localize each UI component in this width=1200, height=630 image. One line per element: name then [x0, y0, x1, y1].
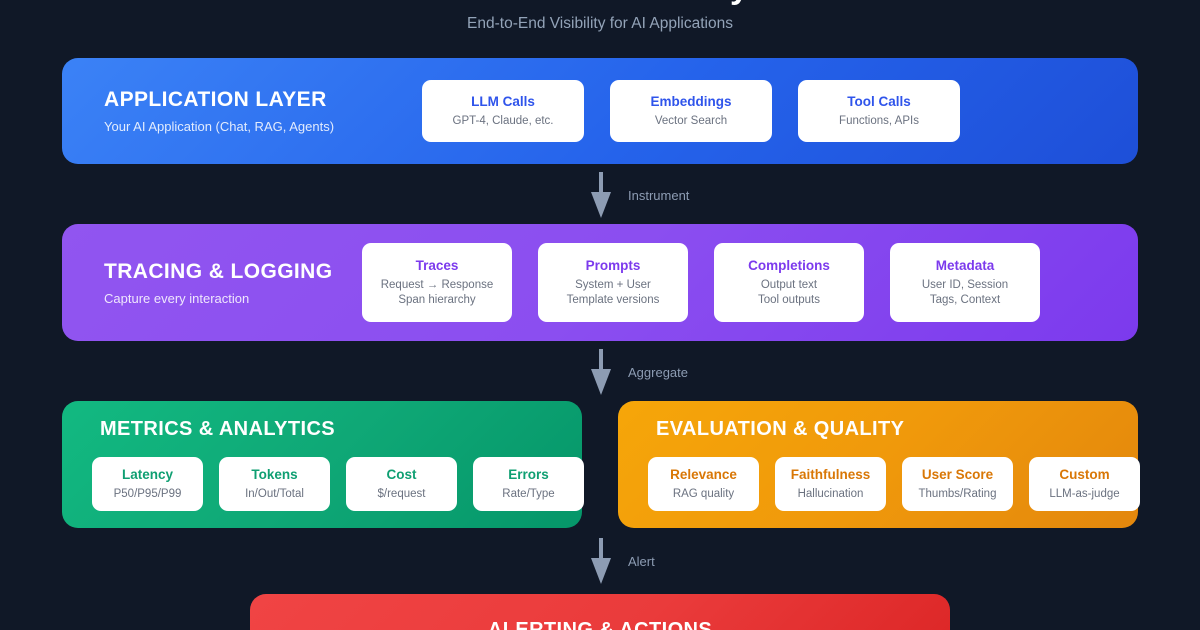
card-subtitle: GPT-4, Claude, etc.: [453, 114, 554, 129]
application-layer-subtitle: Your AI Application (Chat, RAG, Agents): [104, 119, 335, 134]
card-subtitle-line: Span hierarchy: [398, 294, 476, 306]
tracing-layer-subtitle: Capture every interaction: [104, 290, 250, 306]
card-subtitle: In/Out/Total: [245, 487, 304, 502]
card-title: Faithfulness: [790, 467, 871, 482]
card-subtitle-line: Tags, Context: [929, 294, 1001, 306]
card-subtitle: System + User Template versions: [567, 278, 660, 308]
card-subtitle-line: User ID, Session: [921, 279, 1009, 291]
card-subtitle: Output text Tool outputs: [758, 278, 820, 308]
card-subtitle: Request → Response Span hierarchy: [381, 278, 494, 308]
card-user-score[interactable]: User Score Thumbs/Rating: [902, 457, 1013, 511]
metrics-layer-title: METRICS & ANALYTICS: [100, 418, 336, 440]
card-faithfulness[interactable]: Faithfulness Hallucination: [775, 457, 886, 511]
arrow-down-icon: [591, 349, 611, 395]
card-traces[interactable]: Traces Request → Response Span hierarchy: [362, 243, 512, 322]
evaluation-layer-title: EVALUATION & QUALITY: [656, 418, 905, 440]
connector-label: Instrument: [628, 187, 690, 203]
application-layer-cards: LLM Calls GPT-4, Claude, etc. Embeddings…: [422, 80, 960, 142]
card-title: Errors: [508, 467, 549, 482]
connector-label: Alert: [628, 553, 655, 569]
card-subtitle-line: $/request: [377, 488, 426, 500]
card-title: Tool Calls: [847, 94, 911, 109]
card-subtitle-line: GPT-4, Claude, etc.: [452, 115, 554, 127]
page-subtitle: End-to-End Visibility for AI Application…: [467, 15, 733, 32]
evaluation-layer-cards: Relevance RAG quality Faithfulness Hallu…: [618, 457, 1140, 511]
card-subtitle-line: Functions, APIs: [839, 115, 919, 127]
tracing-layer-cards: Traces Request → Response Span hierarchy…: [362, 243, 1040, 322]
application-layer-title: APPLICATION LAYER: [104, 88, 327, 111]
card-subtitle-line: Rate/Type: [502, 488, 555, 500]
connector-aggregate: Aggregate: [588, 349, 688, 395]
card-subtitle: Functions, APIs: [839, 114, 919, 129]
connector-instrument: Instrument: [588, 172, 689, 218]
card-metadata[interactable]: Metadata User ID, Session Tags, Context: [890, 243, 1040, 322]
card-cost[interactable]: Cost $/request: [346, 457, 457, 511]
alerting-layer-title: ALERTING & ACTIONS: [487, 618, 713, 630]
tracing-layer-band: TRACING & LOGGING Capture every interact…: [62, 224, 1138, 341]
card-subtitle-line: In/Out/Total: [245, 488, 304, 500]
card-llm-calls[interactable]: LLM Calls GPT-4, Claude, etc.: [422, 80, 584, 142]
evaluation-layer-label: EVALUATION & QUALITY: [618, 418, 904, 441]
card-completions[interactable]: Completions Output text Tool outputs: [714, 243, 864, 322]
card-subtitle-line: Thumbs/Rating: [918, 488, 997, 500]
card-subtitle: LLM-as-judge: [1049, 487, 1119, 502]
evaluation-layer-band: EVALUATION & QUALITY Relevance RAG quali…: [618, 401, 1140, 528]
tracing-layer-title: TRACING & LOGGING: [104, 259, 333, 283]
card-title: LLM Calls: [471, 94, 535, 109]
card-tokens[interactable]: Tokens In/Out/Total: [219, 457, 330, 511]
card-subtitle-line: Template versions: [566, 294, 660, 306]
card-subtitle: $/request: [378, 487, 426, 502]
card-subtitle-line: Output text: [760, 279, 818, 291]
metrics-layer-cards: Latency P50/P95/P99 Tokens In/Out/Total …: [62, 457, 584, 511]
card-title: Prompts: [585, 258, 641, 273]
card-subtitle-line: RAG quality: [672, 488, 735, 500]
card-title: Custom: [1059, 467, 1110, 482]
card-title: Latency: [121, 467, 174, 482]
card-subtitle-line: Tool outputs: [757, 294, 820, 306]
card-subtitle: Thumbs/Rating: [919, 487, 997, 502]
connector-alert: Alert: [588, 538, 655, 584]
card-subtitle: User ID, Session Tags, Context: [922, 278, 1008, 308]
card-custom[interactable]: Custom LLM-as-judge: [1029, 457, 1140, 511]
card-errors[interactable]: Errors Rate/Type: [473, 457, 584, 511]
alerting-layer-band: ALERTING & ACTIONS: [250, 594, 950, 630]
card-title: User Score: [921, 467, 994, 482]
connector-label: Aggregate: [628, 364, 688, 380]
card-subtitle-line: Vector Search: [654, 115, 728, 127]
application-layer-label: APPLICATION LAYER Your AI Application (C…: [62, 88, 422, 134]
card-subtitle-line: System + User: [575, 279, 651, 291]
card-title: Metadata: [935, 258, 995, 273]
metrics-layer-label: METRICS & ANALYTICS: [62, 418, 335, 441]
page-title: LLM Observability: [0, 0, 1200, 8]
card-relevance[interactable]: Relevance RAG quality: [648, 457, 759, 511]
card-title: Completions: [748, 258, 830, 273]
card-latency[interactable]: Latency P50/P95/P99: [92, 457, 203, 511]
arrow-down-icon: [591, 538, 611, 584]
metrics-layer-band: METRICS & ANALYTICS Latency P50/P95/P99 …: [62, 401, 584, 528]
diagram-header: LLM Observability End-to-End Visibility …: [0, 0, 1200, 34]
card-title: Tokens: [251, 467, 298, 482]
tracing-layer-label: TRACING & LOGGING Capture every interact…: [62, 260, 362, 306]
card-subtitle-line: LLM-as-judge: [1049, 488, 1120, 500]
card-prompts[interactable]: Prompts System + User Template versions: [538, 243, 688, 322]
application-layer-band: APPLICATION LAYER Your AI Application (C…: [62, 58, 1138, 164]
card-title: Embeddings: [650, 94, 732, 109]
card-subtitle: Vector Search: [655, 114, 727, 129]
card-subtitle-line: P50/P95/P99: [113, 488, 182, 500]
card-subtitle: P50/P95/P99: [114, 487, 182, 502]
card-subtitle-line: Request → Response: [380, 279, 494, 291]
card-subtitle: RAG quality: [673, 487, 734, 502]
card-subtitle: Rate/Type: [502, 487, 554, 502]
card-subtitle: Hallucination: [798, 487, 864, 502]
card-title: Relevance: [670, 467, 737, 482]
card-title: Traces: [415, 258, 459, 273]
card-tool-calls[interactable]: Tool Calls Functions, APIs: [798, 80, 960, 142]
arrow-down-icon: [591, 172, 611, 218]
card-embeddings[interactable]: Embeddings Vector Search: [610, 80, 772, 142]
card-title: Cost: [386, 467, 417, 482]
card-subtitle-line: Hallucination: [797, 488, 864, 500]
